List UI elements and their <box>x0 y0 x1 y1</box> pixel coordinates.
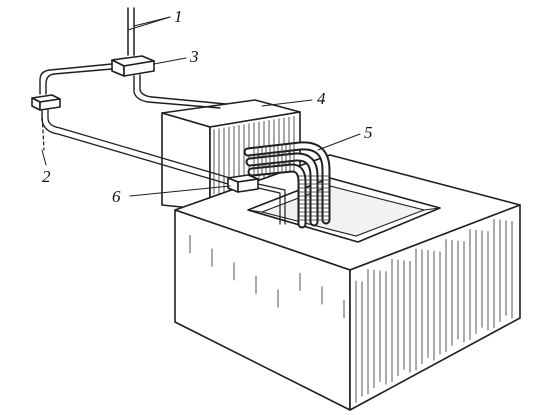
label-4: 4 <box>317 89 326 108</box>
leader-1b <box>127 16 171 31</box>
coil-outer-hollow <box>245 143 329 223</box>
valve-side <box>39 98 61 111</box>
pipe-network <box>31 7 231 185</box>
callouts: 1 2 3 4 5 6 <box>41 7 373 206</box>
pipe-left-outer <box>39 63 113 95</box>
coil-inner-hollow <box>249 165 305 227</box>
label-2: 2 <box>42 167 51 186</box>
label-1: 1 <box>174 7 183 26</box>
pipe-down-inner <box>139 74 227 105</box>
feed-pipe-return <box>257 187 281 225</box>
feed-unit-side <box>237 178 259 193</box>
label-6: 6 <box>112 187 121 206</box>
coil-bundle <box>243 141 331 229</box>
label-5: 5 <box>364 123 373 142</box>
pipe-left-inner <box>45 68 113 95</box>
coil-ribbing <box>253 144 330 221</box>
control-box-front <box>161 112 211 211</box>
feed-unit <box>227 174 286 225</box>
leader-4 <box>261 99 313 107</box>
pipe-long-upper <box>47 109 231 179</box>
tank <box>174 154 521 411</box>
leader-3 <box>153 57 187 65</box>
label-3: 3 <box>189 47 199 66</box>
valve-drain <box>41 111 45 151</box>
leader-6 <box>129 185 231 197</box>
tank-side <box>349 204 521 411</box>
leader-2 <box>41 149 47 166</box>
distributor-side <box>123 60 155 77</box>
leader-5 <box>317 133 361 151</box>
pipe-down-outer <box>133 75 221 109</box>
tank-shading <box>189 218 513 403</box>
feed-pipe <box>257 183 286 225</box>
